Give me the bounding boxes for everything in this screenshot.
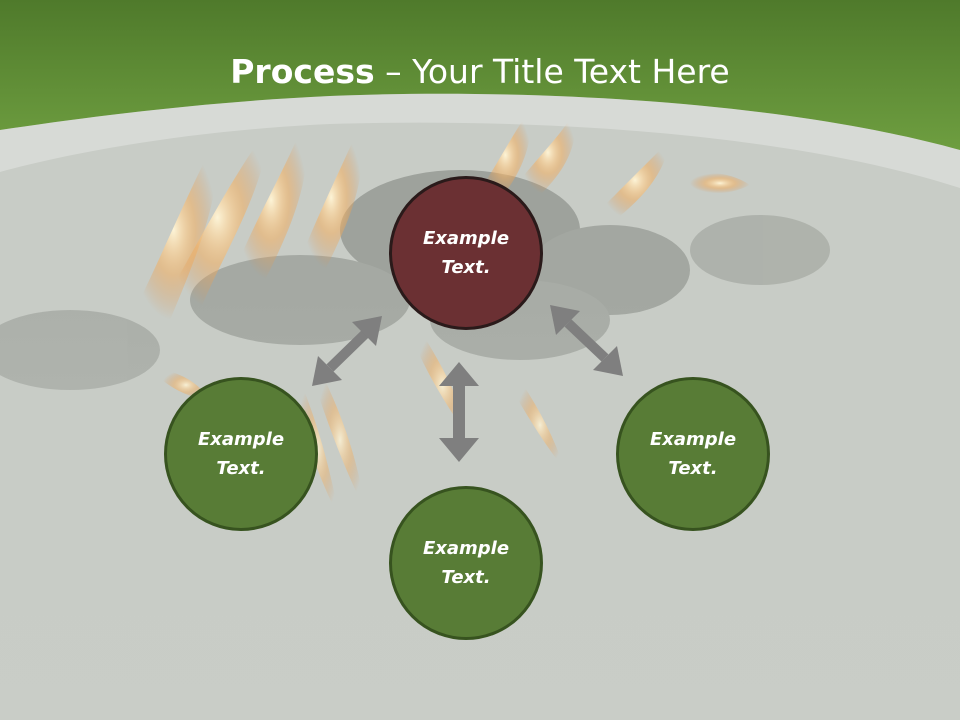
node-right-text: Example Text. bbox=[633, 425, 753, 483]
slide-title: Process – Your Title Text Here bbox=[0, 52, 960, 91]
process-node-left[interactable]: Example Text. bbox=[164, 377, 318, 531]
node-bottom-line1: Example bbox=[422, 538, 510, 559]
node-bottom-line2: Text. bbox=[441, 567, 491, 588]
node-top-line2: Text. bbox=[441, 257, 491, 278]
node-bottom-text: Example Text. bbox=[406, 534, 526, 592]
process-node-top[interactable]: Example Text. bbox=[389, 176, 543, 330]
process-node-bottom[interactable]: Example Text. bbox=[389, 486, 543, 640]
node-left-text: Example Text. bbox=[181, 425, 301, 483]
node-top-text: Example Text. bbox=[406, 224, 526, 282]
header-band bbox=[0, 0, 960, 150]
double-arrow-icon bbox=[439, 362, 479, 462]
node-left-line1: Example bbox=[197, 429, 285, 450]
node-right-line2: Text. bbox=[668, 458, 718, 479]
double-arrow-icon bbox=[550, 305, 623, 376]
node-left-line2: Text. bbox=[216, 458, 266, 479]
node-top-line1: Example bbox=[422, 228, 510, 249]
title-rest: – Your Title Text Here bbox=[374, 52, 730, 91]
header-arc-highlight bbox=[0, 93, 960, 188]
node-right-line1: Example bbox=[649, 429, 737, 450]
title-bold: Process bbox=[230, 52, 375, 91]
process-node-right[interactable]: Example Text. bbox=[616, 377, 770, 531]
double-arrow-icon bbox=[312, 316, 382, 386]
